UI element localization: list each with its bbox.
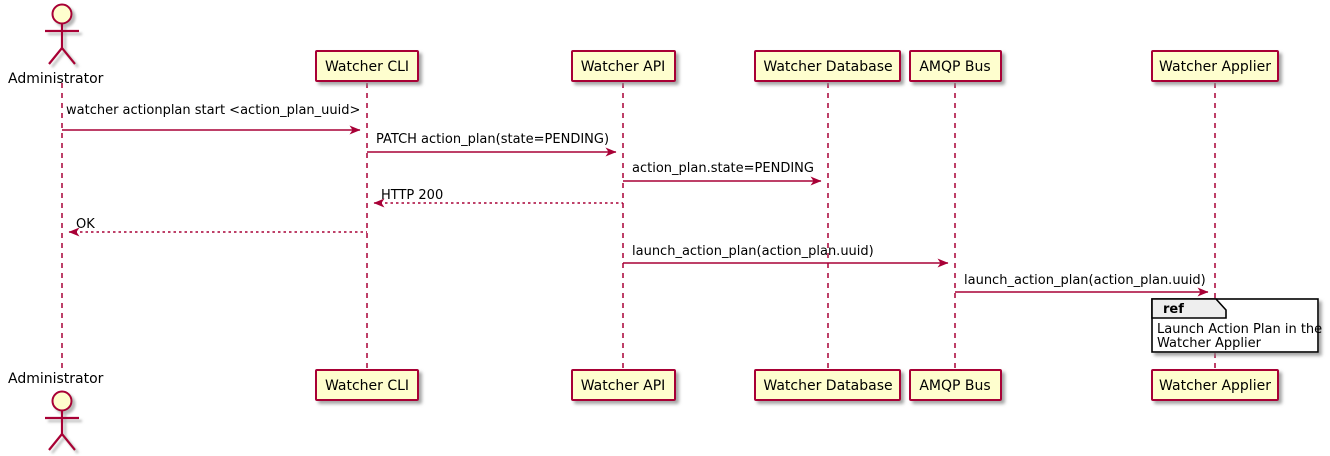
participant-watcher-applier-bottom[interactable]: Watcher Applier	[1151, 369, 1279, 401]
participant-label-watcher-api-bottom: Watcher API	[581, 378, 666, 394]
message-label-3: action_plan.state=PENDING	[632, 161, 814, 176]
actor-figure-bottom	[45, 390, 79, 451]
participant-label-watcher-cli-bottom: Watcher CLI	[325, 378, 409, 394]
participant-label-watcher-api-top: Watcher API	[581, 59, 666, 75]
participant-watcher-database-top[interactable]: Watcher Database	[754, 50, 901, 82]
participant-box-watcher-cli-bottom[interactable]	[315, 369, 419, 401]
message-label-4: HTTP 200	[381, 188, 443, 203]
participant-box-amqp-bus-top[interactable]	[909, 50, 1002, 82]
actor-administrator-top[interactable]: Administrator	[8, 3, 104, 88]
message-4-http-200[interactable]: HTTP 200	[373, 188, 623, 208]
message-label-6: launch_action_plan(action_plan.uuid)	[632, 244, 874, 259]
participant-watcher-api-bottom[interactable]: Watcher API	[571, 369, 676, 401]
participant-label-amqp-bus-bottom: AMQP Bus	[919, 378, 990, 394]
participant-box-watcher-applier-top[interactable]	[1151, 50, 1279, 82]
participant-label-amqp-bus-top: AMQP Bus	[919, 59, 990, 75]
participant-label-watcher-cli-top: Watcher CLI	[325, 59, 409, 75]
participant-watcher-api-top[interactable]: Watcher API	[571, 50, 676, 82]
message-2-patch-action-plan[interactable]: PATCH action_plan(state=PENDING)	[367, 132, 617, 157]
participant-label-watcher-applier-top: Watcher Applier	[1159, 59, 1271, 75]
message-6-launch-action-plan-to-amqp[interactable]: launch_action_plan(action_plan.uuid)	[623, 244, 949, 268]
message-label-2: PATCH action_plan(state=PENDING)	[376, 132, 609, 147]
participant-amqp-bus-bottom[interactable]: AMQP Bus	[909, 369, 1002, 401]
actor-label-administrator-top: Administrator	[8, 71, 104, 87]
message-label-1: watcher actionplan start <action_plan_uu…	[66, 103, 360, 118]
message-3-action-plan-state-pending[interactable]: action_plan.state=PENDING	[623, 161, 822, 186]
message-5-ok[interactable]: OK	[68, 217, 367, 237]
participant-box-watcher-api-top[interactable]	[571, 50, 676, 82]
ref-fragment-tab	[1151, 298, 1227, 319]
participant-label-watcher-database-bottom: Watcher Database	[763, 378, 892, 394]
participant-box-watcher-cli-top[interactable]	[315, 50, 419, 82]
participant-watcher-cli-top[interactable]: Watcher CLI	[315, 50, 419, 82]
participant-box-watcher-api-bottom[interactable]	[571, 369, 676, 401]
participant-label-watcher-database-top: Watcher Database	[763, 59, 892, 75]
participant-amqp-bus-top[interactable]: AMQP Bus	[909, 50, 1002, 82]
participant-box-watcher-database-bottom[interactable]	[754, 369, 901, 401]
message-label-5: OK	[76, 217, 95, 232]
participant-watcher-database-bottom[interactable]: Watcher Database	[754, 369, 901, 401]
actor-label-administrator-bottom: Administrator	[8, 371, 104, 387]
participant-watcher-applier-top[interactable]: Watcher Applier	[1151, 50, 1279, 82]
message-1-watcher-actionplan-start[interactable]: watcher actionplan start <action_plan_uu…	[62, 103, 361, 135]
ref-fragment-title: ref	[1163, 302, 1184, 317]
actor-figure-top	[45, 3, 79, 65]
ref-fragment-body-line-2: Watcher Applier	[1157, 336, 1262, 351]
actor-administrator-bottom[interactable]: Administrator	[8, 371, 104, 451]
message-label-7: launch_action_plan(action_plan.uuid)	[964, 273, 1206, 288]
participant-watcher-cli-bottom[interactable]: Watcher CLI	[315, 369, 419, 401]
participant-box-amqp-bus-bottom[interactable]	[909, 369, 1002, 401]
ref-fragment-body-line-1: Launch Action Plan in the	[1157, 322, 1322, 337]
ref-fragment[interactable]: ref Launch Action Plan in the Watcher Ap…	[1151, 298, 1322, 353]
message-7-launch-action-plan-to-applier[interactable]: launch_action_plan(action_plan.uuid)	[955, 273, 1209, 297]
lifelines-group	[61, 83, 1216, 370]
participant-box-watcher-applier-bottom[interactable]	[1151, 369, 1279, 401]
participant-label-watcher-applier-bottom: Watcher Applier	[1159, 378, 1271, 394]
participant-box-watcher-database-top[interactable]	[754, 50, 901, 82]
